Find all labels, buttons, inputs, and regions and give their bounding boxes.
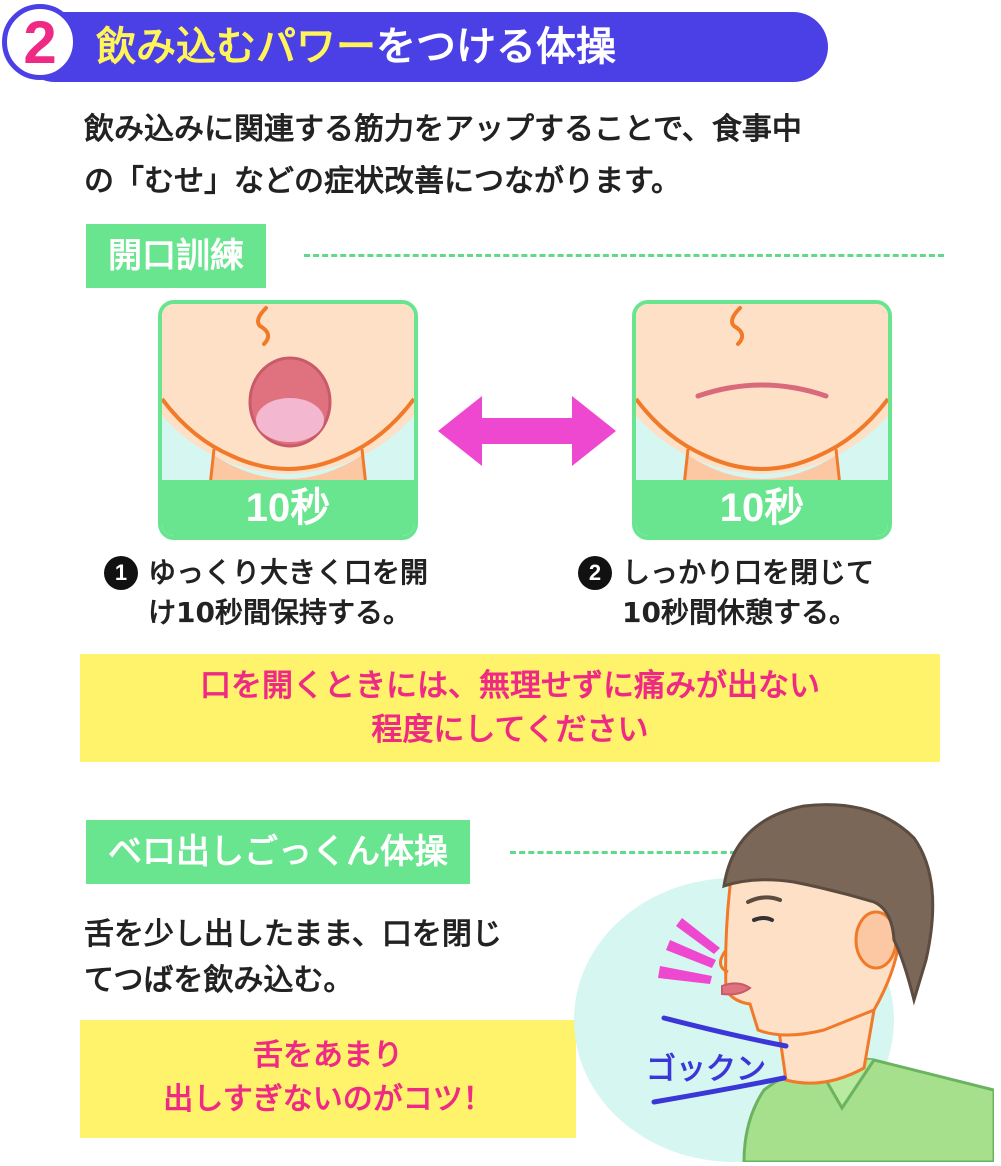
face-panel-open-mouth: 10秒 [158,300,418,540]
description-line-2: てつばを飲み込む。 [84,963,354,998]
step-2-line-1: しっかり口を閉じて [622,556,875,589]
man-swallowing-illustration [574,803,994,1162]
tongue-swallow-description: 舌を少し出したまま、口を閉じ てつばを飲み込む。 [84,912,574,1004]
intro-line-2: の「むせ」などの症状改善につながります。 [84,164,681,199]
face-panel-closed-mouth: 10秒 [632,300,892,540]
header-number-badge: 2 [2,4,78,80]
duration-label-1: 10秒 [162,480,414,536]
tip-line-2: 出しすぎないのがコツ！ [163,1082,493,1117]
title-highlight: 飲み込むパワー [96,24,376,70]
tip-line-1: 舌をあまり [253,1038,403,1073]
double-arrow-icon [438,396,616,466]
caution-note-line-1: 口を開くときには、無理せずに痛みが出ない [200,668,820,704]
step-1-line-2: け10秒間保持する。 [148,596,411,629]
duration-label-2: 10秒 [636,480,888,536]
step-2-line-2: 10秒間休憩する。 [622,596,857,629]
section-label-mouth-opening: 開口訓練 [86,224,266,288]
title-rest: をつける体操 [376,24,616,70]
intro-line-1: 飲み込みに関連する筋力をアップすることで、食事中 [84,112,802,147]
caution-note-line-2: 程度にしてください [371,712,649,748]
step-1-line-1: ゆっくり大きく口を開 [148,556,429,589]
tip-note: 舌をあまり 出しすぎないのがコツ！ [80,1020,576,1138]
intro-text: 飲み込みに関連する筋力をアップすることで、食事中 の「むせ」などの症状改善につな… [84,104,964,208]
step-1: 1 ゆっくり大きく口を開 け10秒間保持する。 [104,553,504,637]
step-2-number-badge: 2 [578,556,612,590]
open-mouth-face-illustration [162,304,414,536]
section1-dashed-divider [304,254,944,257]
step-2: 2 しっかり口を閉じて 10秒間休憩する。 [578,553,978,637]
section2-dashed-divider [510,851,736,854]
header-bar [20,12,828,82]
swallow-sound-label: ゴックン [646,1052,766,1087]
step-1-number-badge: 1 [104,556,138,590]
caution-note: 口を開くときには、無理せずに痛みが出ない 程度にしてください [80,654,940,762]
page-title: 飲み込むパワーをつける体操 [96,17,616,77]
section-label-tongue-swallow: ベロ出しごっくん体操 [86,820,470,884]
description-line-1: 舌を少し出したまま、口を閉じ [84,917,502,952]
